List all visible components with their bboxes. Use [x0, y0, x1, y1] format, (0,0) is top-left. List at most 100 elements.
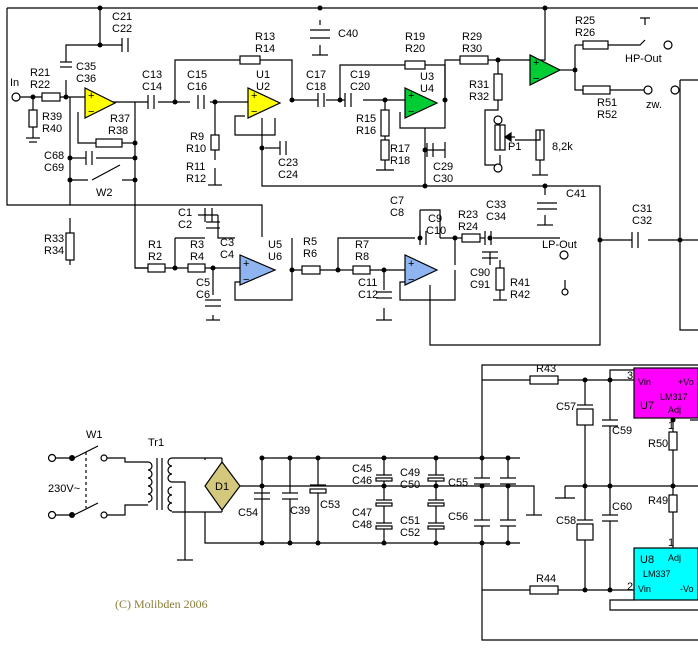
label-r32: R32	[469, 91, 489, 103]
label-r30: R30	[462, 43, 482, 55]
label-r7: R7	[355, 239, 369, 251]
label-c46: C46	[352, 475, 372, 487]
label-mains: 230V~	[48, 483, 80, 495]
label-c49: C49	[400, 467, 420, 479]
label-r1: R1	[148, 239, 162, 251]
label-r37: R37	[110, 113, 130, 125]
resistor-r43	[529, 375, 559, 385]
label-c90: C90	[470, 267, 490, 279]
label-c52: C52	[400, 527, 420, 539]
wiring-upper	[6, 7, 698, 346]
label-r52: R52	[597, 109, 617, 121]
resistor-r50	[668, 431, 678, 451]
label-r6: R6	[303, 248, 317, 260]
label-w1: W1	[86, 429, 103, 441]
label-c5: C5	[196, 277, 210, 289]
label-c69: C69	[44, 162, 64, 174]
label-r10: R10	[186, 143, 206, 155]
resistor-r25	[582, 40, 609, 50]
label-c22: C22	[112, 23, 132, 35]
label-c55: C55	[448, 477, 468, 489]
opamp-u1: +−	[84, 87, 117, 119]
label-c30: C30	[433, 173, 453, 185]
label-r16: R16	[356, 125, 376, 137]
resistor-r31	[493, 73, 503, 101]
label-c48: C48	[352, 519, 372, 531]
label-r23: R23	[458, 209, 478, 221]
u8-vin: Vin	[638, 584, 651, 594]
label-c34: C34	[486, 211, 506, 223]
label-c47: C47	[352, 507, 372, 519]
label-c54: C54	[238, 507, 258, 519]
label-c24: C24	[278, 169, 298, 181]
zw-jack-a	[643, 85, 653, 95]
label-r14: R14	[255, 43, 275, 55]
label-c19: C19	[350, 69, 370, 81]
label-r43: R43	[536, 363, 556, 375]
resistor-r23	[461, 233, 481, 243]
u8-lm337: LM337	[643, 569, 671, 579]
label-in: In	[10, 77, 19, 89]
label-r29: R29	[462, 31, 482, 43]
resistor-r19	[404, 60, 426, 70]
label-c4: C4	[220, 249, 234, 261]
label-c32: C32	[632, 215, 652, 227]
u7-pin1: 1	[668, 420, 674, 432]
u8-adj: Adj	[668, 553, 681, 563]
label-c68: C68	[44, 150, 64, 162]
opamp-u3: +−	[404, 87, 439, 119]
label-r33: R33	[44, 233, 64, 245]
label-r50: R50	[648, 438, 668, 450]
r31-test-point	[493, 115, 503, 125]
zw-jack-b	[670, 85, 680, 95]
svg-text:−: −	[243, 274, 249, 286]
label-c53: C53	[320, 499, 340, 511]
label-r41: R41	[510, 277, 530, 289]
label-c17: C17	[306, 69, 326, 81]
label-c60: C60	[612, 501, 632, 513]
label-r11: R11	[186, 161, 205, 173]
u7-vout: +Vo	[678, 377, 694, 387]
opamp-u2: +−	[247, 87, 282, 119]
label-c18: C18	[306, 81, 326, 93]
label-c51: C51	[400, 515, 420, 527]
regulator-u7	[633, 367, 698, 419]
resistor-r17	[380, 139, 390, 161]
label-p1: P1	[508, 141, 521, 153]
label-r39: R39	[42, 111, 62, 123]
resistor-r41	[495, 267, 505, 291]
label-u5: U5	[268, 239, 282, 251]
label-r51: R51	[597, 97, 617, 109]
resistor-r1	[147, 263, 166, 273]
svg-text:+: +	[533, 57, 539, 69]
label-u1: U1	[256, 69, 270, 81]
resistor-r5	[301, 265, 321, 275]
label-hp-out: HP-Out	[625, 53, 662, 65]
resistor-r51	[582, 85, 611, 95]
label-c1: C1	[178, 207, 192, 219]
label-u7: U7	[640, 400, 654, 412]
lp-gnd-point	[561, 288, 569, 296]
label-c11: C11	[358, 277, 377, 289]
resistor-r37	[95, 138, 123, 148]
svg-text:+: +	[408, 90, 414, 102]
label-c45: C45	[352, 463, 372, 475]
label-r5: R5	[303, 236, 317, 248]
label-c6: C6	[196, 289, 210, 301]
resistor-r21	[41, 92, 61, 102]
label-r34: R34	[44, 245, 64, 257]
label-8k2: 8,2k	[552, 141, 573, 153]
svg-text:−: −	[88, 106, 94, 118]
label-r25: R25	[575, 15, 595, 27]
label-c39: C39	[290, 505, 310, 517]
label-c16: C16	[187, 81, 207, 93]
label-c59: C59	[612, 425, 632, 437]
label-r13: R13	[255, 31, 275, 43]
label-r12: R12	[186, 173, 206, 185]
label-c41: C41	[566, 188, 586, 200]
u7-adj: Adj	[668, 405, 681, 415]
resistor-r49	[668, 494, 678, 513]
resistor-r39	[28, 109, 38, 128]
label-r9: R9	[190, 131, 204, 143]
